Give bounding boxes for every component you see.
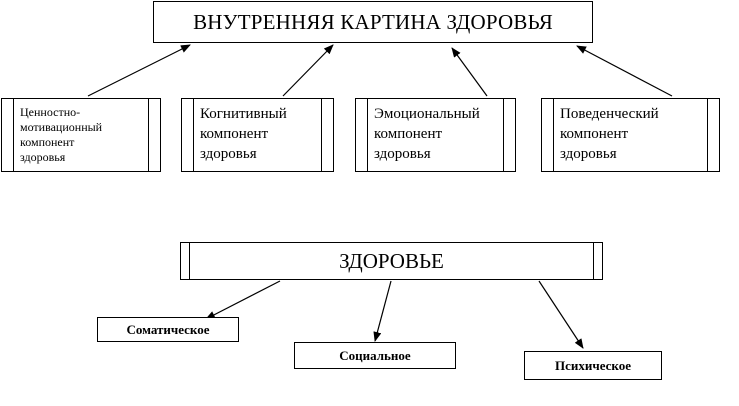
social-label: Социальное [339,347,411,363]
arrow-health-to-psychic [538,280,584,349]
emotional-component-box: Эмоциональный компонент здоровья [355,98,516,172]
box-right-margin [593,243,602,279]
value-motivational-component-text: Ценностно- мотивационный компонент здоро… [14,99,148,171]
component-line: здоровья [374,145,431,162]
inner-picture-title: ВНУТРЕННЯЯ КАРТИНА ЗДОРОВЬЯ [193,9,553,34]
box-left-margin [356,99,368,171]
box-right-margin [321,99,333,171]
cognitive-component-box: Когнитивный компонент здоровья [181,98,334,172]
component-line: Поведенческий [560,106,659,122]
psychic-box: Психическое [524,351,662,380]
psychic-label: Психическое [555,357,631,373]
component-line: компонент [560,125,629,142]
box-left-margin [542,99,554,171]
box-right-margin [707,99,719,171]
component-line: мотивационный [20,120,103,134]
component-line: компонент [200,125,269,142]
component-line: здоровья [200,145,257,162]
somatic-box: Соматическое [97,317,239,342]
component-line: компонент [20,135,75,149]
component-line: здоровья [20,150,66,164]
component-line: Ценностно- [20,105,81,119]
emotional-component-text: Эмоциональный компонент здоровья [368,99,503,171]
social-box: Социальное [294,342,456,369]
arrow-health-to-somatic [205,280,281,320]
value-motivational-component-box: Ценностно- мотивационный компонент здоро… [1,98,161,172]
cognitive-component-text: Когнитивный компонент здоровья [194,99,321,171]
box-right-margin [503,99,515,171]
arrow-value-to-title [87,44,191,97]
box-left-margin [182,99,194,171]
behavioral-component-text: Поведенческий компонент здоровья [554,99,707,171]
box-left-margin [181,243,190,279]
somatic-label: Соматическое [126,321,210,337]
behavioral-component-box: Поведенческий компонент здоровья [541,98,720,172]
box-right-margin [148,99,160,171]
arrow-health-to-social [373,280,392,342]
component-line: Когнитивный [200,106,287,122]
component-line: компонент [374,125,443,142]
component-line: Эмоциональный [374,106,480,122]
inner-picture-title-box: ВНУТРЕННЯЯ КАРТИНА ЗДОРОВЬЯ [153,1,593,43]
arrow-cognitive-to-title [282,44,334,97]
health-label: ЗДОРОВЬЕ [339,248,444,273]
box-left-margin [2,99,14,171]
arrow-behavioral-to-title [576,45,673,97]
component-line: здоровья [560,145,617,162]
health-box: ЗДОРОВЬЕ [180,242,603,280]
arrow-emotional-to-title [451,47,488,97]
